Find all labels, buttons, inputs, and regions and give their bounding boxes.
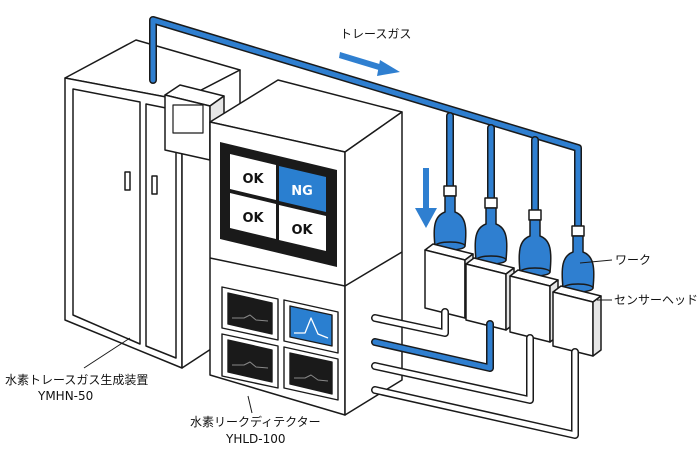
display-cell-br	[279, 205, 326, 251]
work-piece-1	[433, 185, 467, 251]
sensor-head-2	[465, 257, 515, 331]
work-piece-2	[474, 197, 508, 265]
trace-gas-label: トレースガス	[340, 27, 411, 41]
detector-name-label: 水素リークディテクター	[190, 414, 321, 429]
leader-generator	[83, 337, 131, 369]
return-tube-4	[372, 349, 578, 438]
return-tube-2	[372, 321, 493, 371]
cell-tl-text: OK	[242, 172, 264, 187]
detector-model-label: YHLD-100	[225, 432, 286, 446]
gas-supply-main	[150, 17, 581, 243]
generator-handle-left	[124, 171, 131, 191]
generator-model-label: YMHN-50	[37, 389, 93, 403]
detector-display: OK NG OK OK	[220, 142, 337, 267]
display-cell-tr	[279, 166, 326, 212]
display-cell-bl	[230, 193, 276, 239]
return-tube-3	[372, 335, 533, 403]
leader-detector	[247, 395, 253, 414]
control-box-screen	[172, 104, 204, 134]
control-box	[164, 84, 225, 161]
detector-unit-4	[283, 346, 339, 401]
horizontal-flow-arrow	[339, 52, 400, 76]
return-tube-1	[372, 309, 448, 336]
detector-unit-2	[283, 299, 339, 354]
return-tubes	[371, 308, 579, 439]
sensor-head-3	[509, 269, 559, 343]
leader-lines	[83, 259, 613, 414]
sensor-head-label: センサーヘッド	[614, 293, 698, 307]
work-pieces	[433, 185, 595, 293]
work-label: ワーク	[615, 253, 651, 267]
detector-unit-1	[221, 286, 279, 341]
detector-unit-3	[221, 333, 279, 389]
sensor-heads	[424, 243, 602, 357]
sensor-head-4	[552, 285, 602, 357]
flow-arrows	[339, 52, 437, 228]
leader-work	[579, 259, 613, 264]
work-piece-3	[518, 209, 552, 277]
detector-side-face	[344, 111, 403, 416]
generator-name-label: 水素トレースガス生成装置	[5, 373, 148, 387]
cell-br-text: OK	[291, 223, 313, 238]
display-cell-tl	[230, 154, 276, 200]
generator-handle-right	[151, 175, 158, 195]
detector-units	[221, 286, 339, 401]
cell-tr-text: NG	[291, 184, 313, 199]
work-piece-4	[561, 225, 595, 293]
downward-flow-arrow	[415, 168, 437, 228]
cell-bl-text: OK	[242, 211, 264, 226]
labels: トレースガス ワーク センサーヘッド 水素トレースガス生成装置 YMHN-50 …	[5, 27, 698, 446]
generator-door-left	[72, 88, 141, 345]
